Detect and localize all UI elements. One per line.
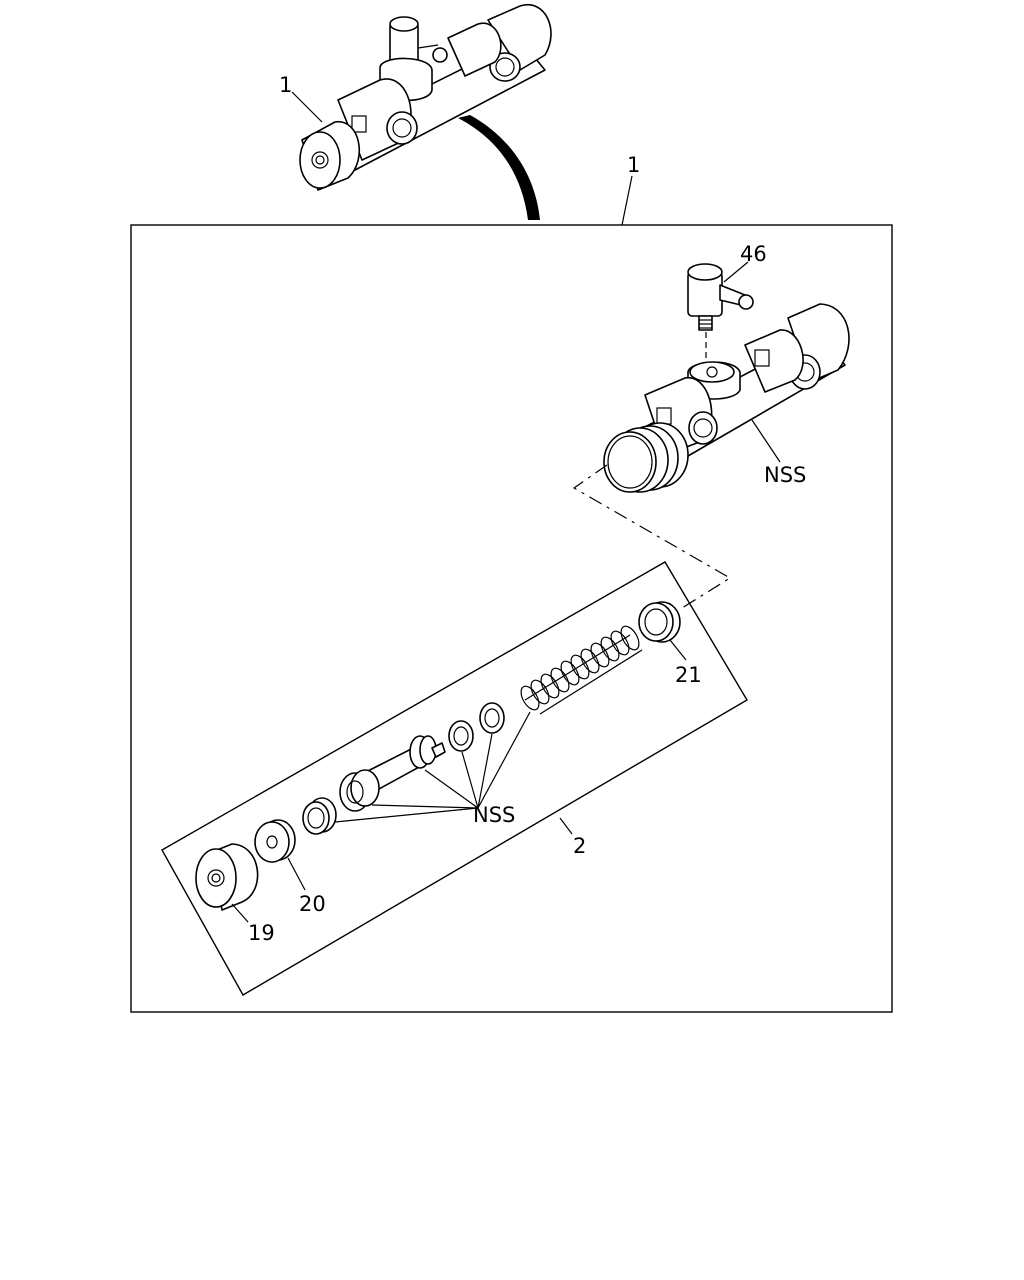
alignment-dashed-line <box>572 464 732 609</box>
leader-part-21 <box>669 639 687 661</box>
callout-part-21: 21 <box>675 663 702 687</box>
primary-cup-seal <box>302 797 337 835</box>
callout-union-46: 46 <box>740 242 767 266</box>
callout-part-20: 20 <box>299 892 326 916</box>
union-fitting-46 <box>687 263 754 331</box>
callout-part-19: 19 <box>248 921 275 945</box>
cylinder-body <box>603 303 850 493</box>
nss-kit-leaders <box>334 711 531 823</box>
callout-top-assembly: 1 <box>279 73 292 97</box>
leader-top-assembly <box>291 91 323 123</box>
part-19-retainer <box>195 843 259 911</box>
leader-part-20 <box>287 857 306 891</box>
return-spring <box>520 625 643 715</box>
cup-seal-left <box>448 720 474 752</box>
piston <box>339 735 446 812</box>
kit-boundary <box>161 561 748 996</box>
part-20-washer <box>254 819 296 863</box>
leader-union-46 <box>723 261 749 283</box>
leader-part-19 <box>231 903 249 923</box>
callout-body-nss: NSS <box>764 463 806 487</box>
callout-kit-nss: NSS <box>473 803 515 827</box>
leader-kit-ref <box>559 817 573 835</box>
leader-body-nss <box>751 419 781 463</box>
leader-frame-ref <box>621 175 633 226</box>
detail-frame <box>130 224 893 1013</box>
part-21-seal <box>638 601 681 643</box>
expand-arrow <box>458 115 540 220</box>
callout-kit-ref: 2 <box>573 834 586 858</box>
callout-frame-ref: 1 <box>627 153 640 177</box>
assembled-master-cylinder <box>299 3 552 191</box>
cup-seal-right <box>479 702 505 734</box>
